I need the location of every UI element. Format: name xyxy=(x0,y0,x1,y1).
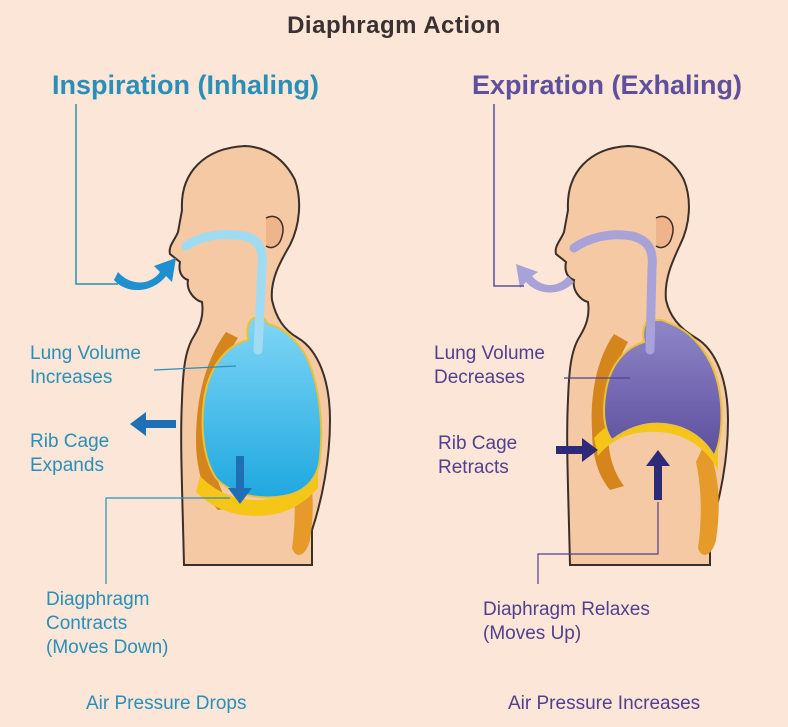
inspiration-title: Inspiration (Inhaling) xyxy=(52,70,319,101)
expiration-rib-cage-label: Rib Cage Retracts xyxy=(438,432,517,480)
expiration-lung-volume-label: Lung Volume Decreases xyxy=(434,342,545,390)
inspiration-title-leader xyxy=(76,104,118,284)
inspiration-diaphragm-label: Diagphragm Contracts (Moves Down) xyxy=(46,588,168,660)
inspiration-rib-cage-label: Rib Cage Expands xyxy=(30,430,109,478)
inspiration-inhale-arrow xyxy=(114,258,176,290)
expiration-title: Expiration (Exhaling) xyxy=(472,70,742,101)
expiration-air-pressure-label: Air Pressure Increases xyxy=(508,692,700,716)
inspiration-rib-arrow xyxy=(130,412,176,436)
expiration-title-leader xyxy=(494,104,524,286)
inspiration-lung-volume-label: Lung Volume Increases xyxy=(30,342,141,390)
expiration-diaphragm-label: Diaphragm Relaxes (Moves Up) xyxy=(483,598,650,646)
diagram-title: Diaphragm Action xyxy=(0,12,788,40)
inspiration-air-pressure-label: Air Pressure Drops xyxy=(86,692,247,716)
